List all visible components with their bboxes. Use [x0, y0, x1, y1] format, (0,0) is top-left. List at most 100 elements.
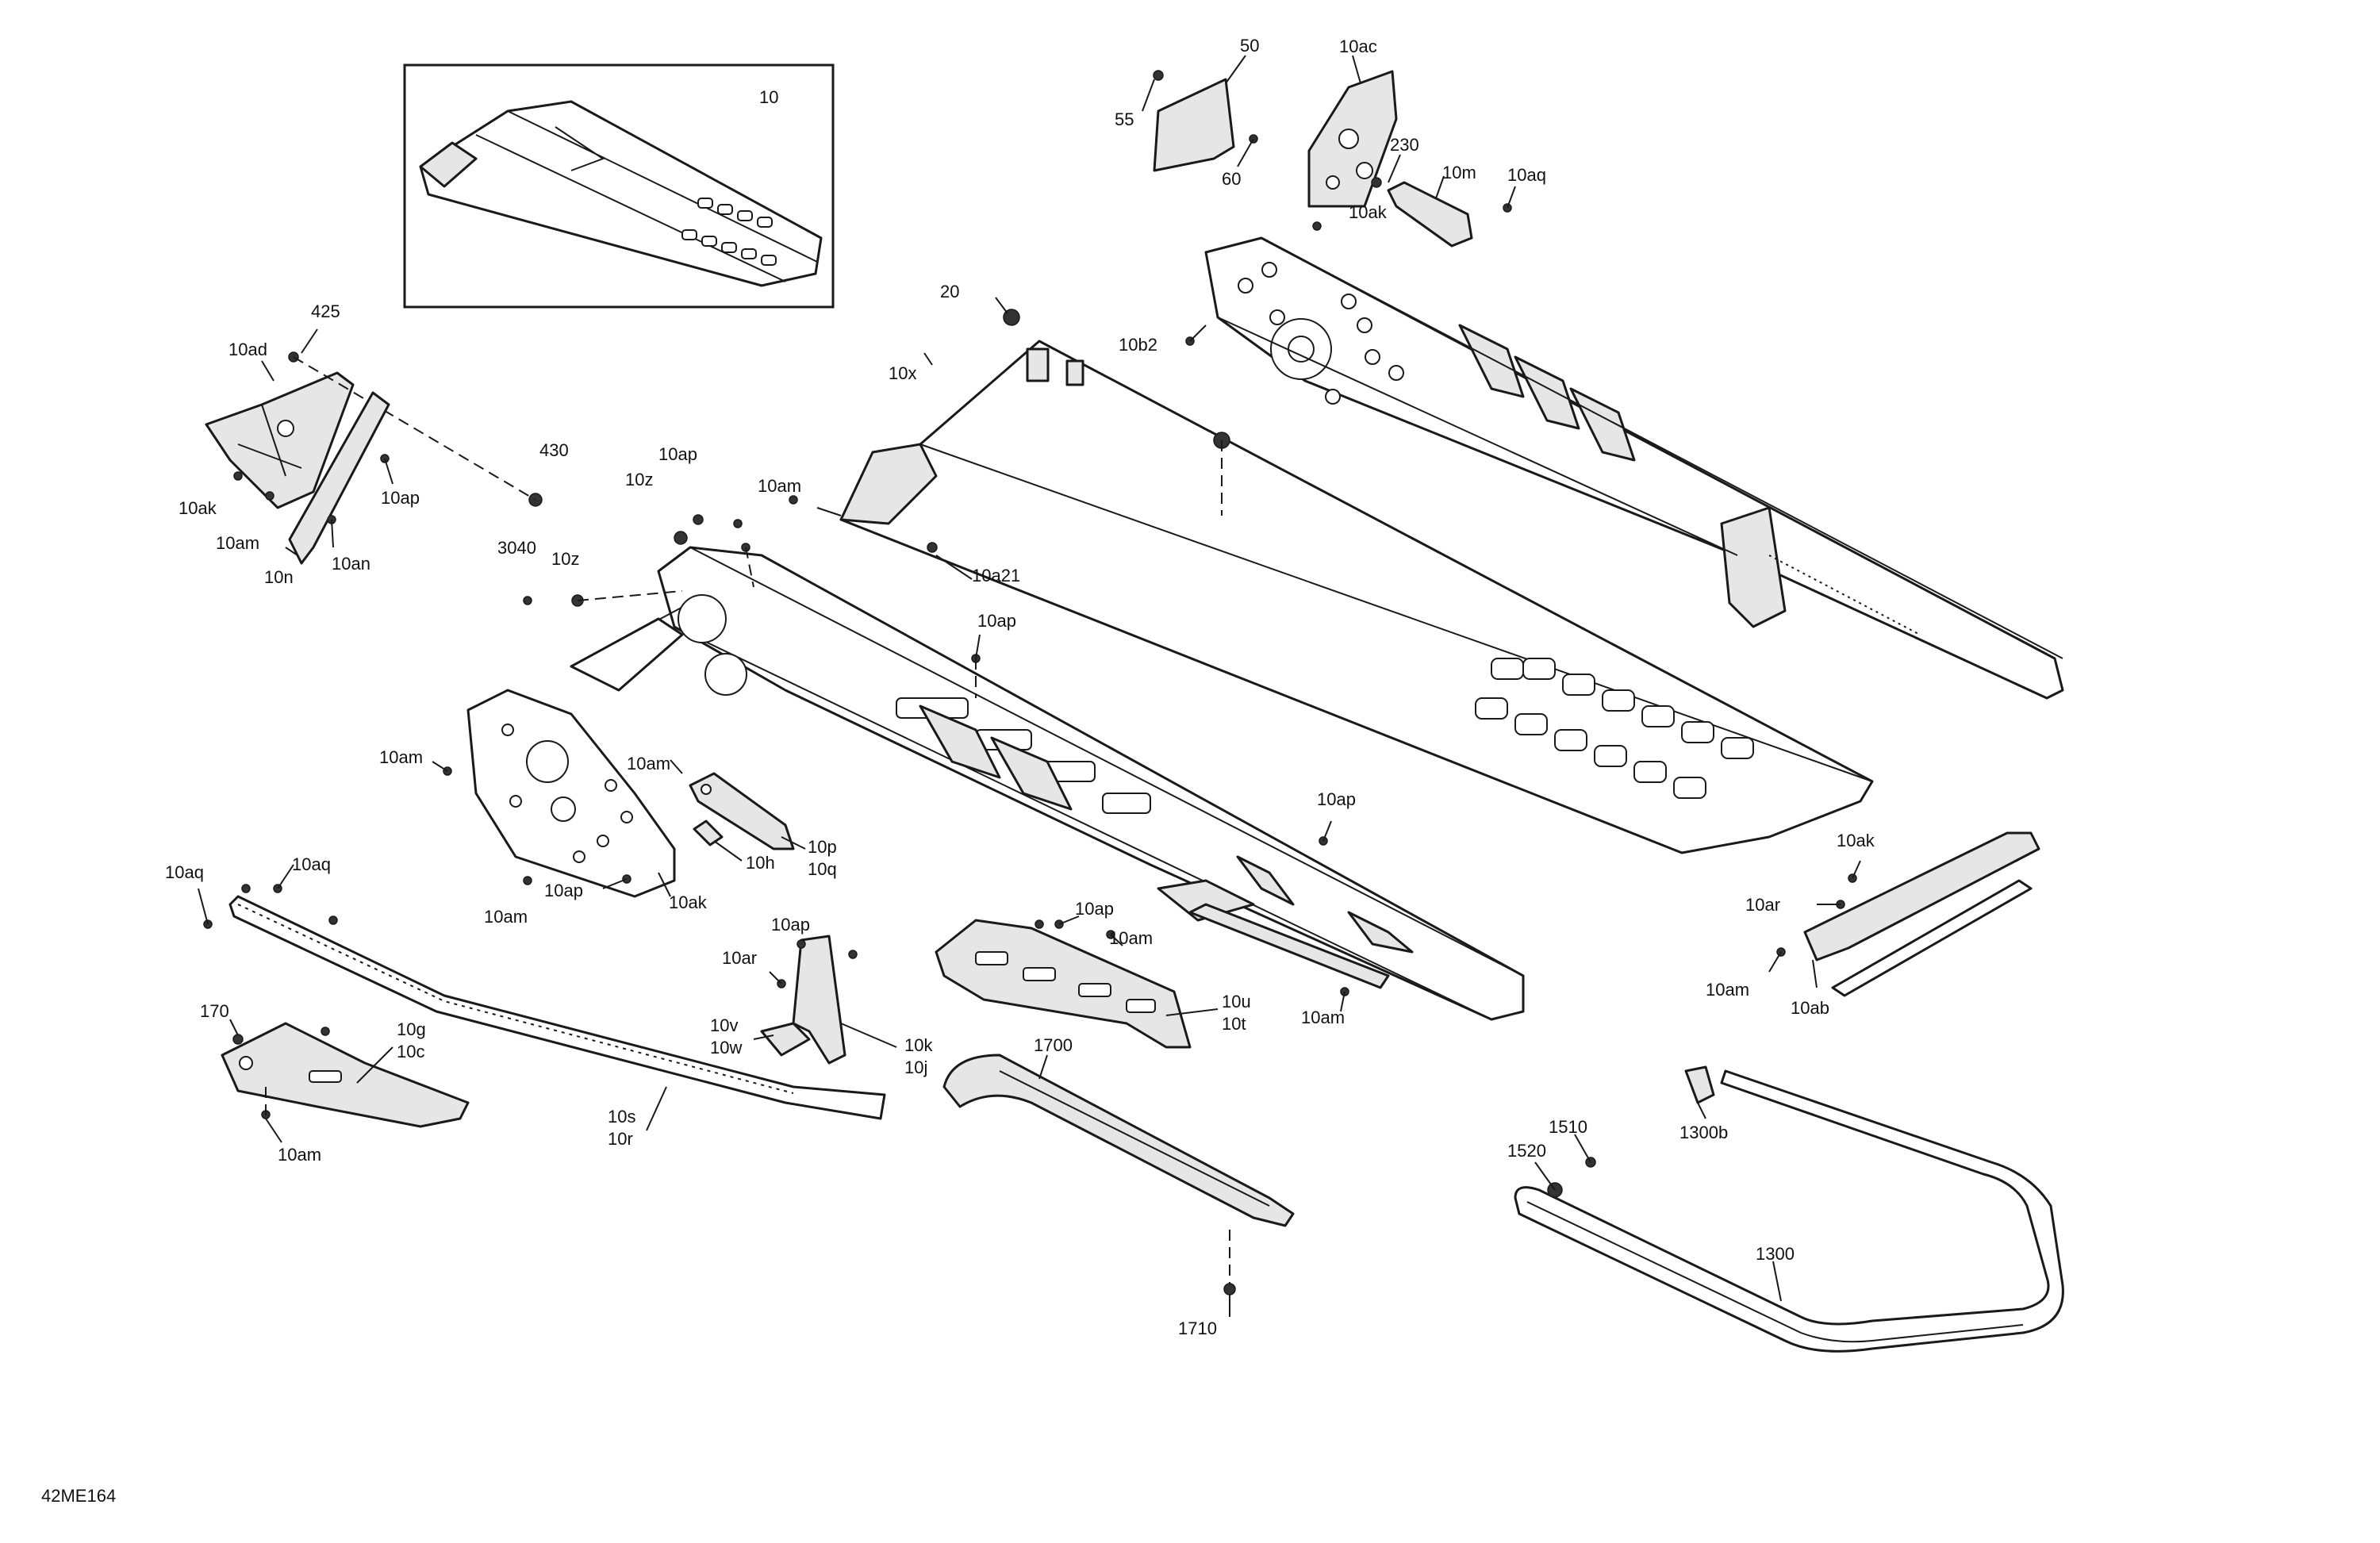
callout-10ab: 10ab — [1791, 998, 1829, 1018]
part-bracket-10ad — [205, 328, 543, 509]
washer-10h — [693, 819, 724, 846]
part-side-plate — [432, 689, 676, 898]
brace-10m-bar — [1387, 181, 1473, 248]
callout-10am-left: 10am — [216, 533, 259, 553]
callout-1710: 1710 — [1178, 1318, 1217, 1338]
inset-assembly-view: 10 — [403, 63, 835, 309]
inset-front-bracket — [419, 141, 478, 188]
callout-10m: 10m — [1442, 163, 1476, 182]
callout-1700: 1700 — [1034, 1035, 1073, 1055]
inset-edge-lines — [475, 110, 818, 282]
bracket-10ab-rail — [1803, 831, 2040, 961]
strip-10s-body — [228, 895, 886, 1120]
callout-10ak-right: 10ak — [1837, 831, 1875, 850]
callout-10g: 10g — [397, 1019, 426, 1039]
callout-10ak-left: 10ak — [178, 498, 217, 518]
callout-10z-b: 10z — [551, 549, 579, 569]
callout-10an: 10an — [332, 554, 370, 574]
tunnel-cutouts — [1475, 658, 1754, 799]
part-tunnel-top-10x — [816, 297, 1874, 854]
callout-10k: 10k — [904, 1035, 933, 1055]
fastener-1710 — [1223, 1283, 1236, 1295]
callout-230: 230 — [1390, 135, 1419, 155]
callout-10am-bracket: 10am — [1109, 928, 1153, 948]
callout-10v: 10v — [710, 1015, 738, 1035]
part-bracket-10g — [221, 1019, 470, 1143]
part-brace-10m — [1312, 154, 1516, 248]
part-rail-strip — [1188, 903, 1390, 989]
inset-callout-label: 10 — [759, 87, 778, 107]
callout-50: 50 — [1240, 36, 1259, 56]
part-running-board-1700 — [942, 1054, 1295, 1317]
fastener-230 — [1371, 177, 1382, 188]
callout-10am-mid: 10am — [627, 754, 670, 773]
left-side-cutouts — [896, 697, 1414, 954]
callout-10c: 10c — [397, 1042, 424, 1061]
callout-10ad: 10ad — [228, 340, 267, 359]
tunnel-filler-neck — [1026, 347, 1050, 382]
side-plate-body — [466, 689, 676, 898]
bumper-end-clip-1300b — [1684, 1065, 1715, 1104]
callout-10a21: 10a21 — [972, 566, 1020, 585]
callout-10ak-plate: 10ak — [669, 892, 708, 912]
callout-10p: 10p — [808, 837, 837, 857]
callout-10r: 10r — [608, 1129, 633, 1149]
callout-10aq-left: 10aq — [165, 862, 204, 882]
part-bracket-10k — [753, 935, 897, 1065]
callout-10ap-bracket: 10ap — [1075, 899, 1114, 919]
callout-10q: 10q — [808, 859, 837, 879]
bracket-10ab-strip — [1831, 879, 2033, 997]
tunnel-front-flap — [839, 443, 938, 525]
callout-10am-plate-b: 10am — [484, 907, 528, 927]
bumper-loop — [1514, 1069, 2064, 1353]
left-side-fasteners — [523, 495, 1349, 996]
callout-10ak-top: 10ak — [1349, 202, 1388, 222]
callout-10aq-strip: 10aq — [292, 854, 331, 874]
callout-labels: 50 55 60 10ac 230 10m 10aq 10ak 20 10b2 … — [41, 36, 1875, 1506]
callout-10am-bottom: 10am — [278, 1145, 321, 1165]
callout-10ac: 10ac — [1339, 36, 1377, 56]
diagram-id: 42ME164 — [41, 1486, 116, 1506]
callout-10aq-top: 10aq — [1507, 165, 1546, 185]
bracket-10ad-plate — [205, 371, 355, 509]
side-plate-holes — [501, 724, 633, 863]
callout-10z-a: 10z — [625, 470, 653, 489]
callout-10h: 10h — [746, 853, 775, 873]
callout-10am-tank: 10am — [758, 476, 801, 496]
inset-tunnel-shape — [419, 100, 823, 287]
callout-10am-right: 10am — [1706, 980, 1749, 1000]
part-bracket-10ab — [1768, 831, 2040, 997]
callout-10am-rail: 10am — [1301, 1008, 1345, 1027]
callout-1520: 1520 — [1507, 1141, 1546, 1161]
part-shield-50 — [1142, 55, 1258, 172]
callout-55: 55 — [1115, 109, 1134, 129]
right-side-holes — [1238, 262, 1404, 405]
running-board-body — [942, 1054, 1295, 1227]
callout-10j: 10j — [904, 1057, 927, 1077]
callout-425: 425 — [311, 301, 340, 321]
callout-1300b: 1300b — [1679, 1123, 1728, 1142]
part-strip-10s — [198, 864, 886, 1131]
fastener-55 — [1153, 70, 1164, 81]
callout-10ar-k: 10ar — [722, 948, 757, 968]
bracket-10g-plate — [221, 1022, 470, 1128]
callout-1510: 1510 — [1549, 1117, 1587, 1137]
callout-10am-plate: 10am — [379, 747, 423, 767]
part-right-tunnel-side — [1185, 236, 2064, 700]
part-link-10p — [670, 759, 806, 862]
part-bracket-10ac — [1307, 55, 1398, 208]
callout-170: 170 — [200, 1001, 229, 1021]
part-bumper-1300 — [1514, 1065, 2064, 1353]
brace-10n-bar — [288, 391, 390, 565]
part-bracket-10u — [935, 915, 1219, 1049]
callout-1300: 1300 — [1756, 1244, 1795, 1264]
bracket-10v-clip — [760, 1022, 811, 1057]
callout-3040: 3040 — [497, 538, 536, 558]
callout-10ap-right: 10ap — [1317, 789, 1356, 809]
callout-10u: 10u — [1222, 992, 1251, 1011]
callout-10t: 10t — [1222, 1014, 1246, 1034]
callout-10ar-right: 10ar — [1745, 895, 1780, 915]
callout-10w: 10w — [710, 1038, 742, 1057]
